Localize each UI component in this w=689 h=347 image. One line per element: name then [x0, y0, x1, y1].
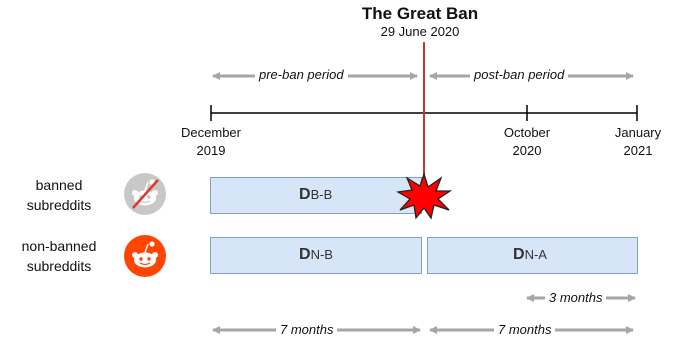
- three-months-label: 3 months: [545, 290, 607, 305]
- tick-label-october-2020: October 2020: [503, 125, 551, 158]
- dataset-box-nonbanned-before: DN-B: [210, 237, 422, 274]
- tick-label-january-2021: January 2021: [614, 125, 662, 158]
- dataset-label-bb: DB-B: [299, 186, 333, 203]
- dataset-label-nb: DN-B: [299, 246, 333, 263]
- reddit-banned-icon: [124, 173, 166, 215]
- ban-date: 29 June 2020: [380, 24, 460, 39]
- dataset-box-nonbanned-after: DN-A: [427, 237, 638, 274]
- non-banned-subreddits-label: non-banned subreddits: [21, 238, 97, 274]
- tick-label-december-2019: December 2019: [181, 125, 241, 158]
- banned-subreddits-label: banned subreddits: [26, 177, 92, 213]
- dataset-label-na: DN-A: [513, 246, 547, 263]
- dataset-box-banned-before: DB-B: [210, 177, 422, 214]
- diagram-title: The Great Ban: [361, 4, 479, 23]
- post-ban-period-label: post-ban period: [470, 67, 569, 82]
- reddit-icon: [124, 235, 166, 277]
- pre-ban-period-label: pre-ban period: [255, 67, 348, 82]
- post-seven-months-label: 7 months: [494, 322, 556, 337]
- pre-seven-months-label: 7 months: [276, 322, 338, 337]
- explosion-icon: [396, 172, 452, 220]
